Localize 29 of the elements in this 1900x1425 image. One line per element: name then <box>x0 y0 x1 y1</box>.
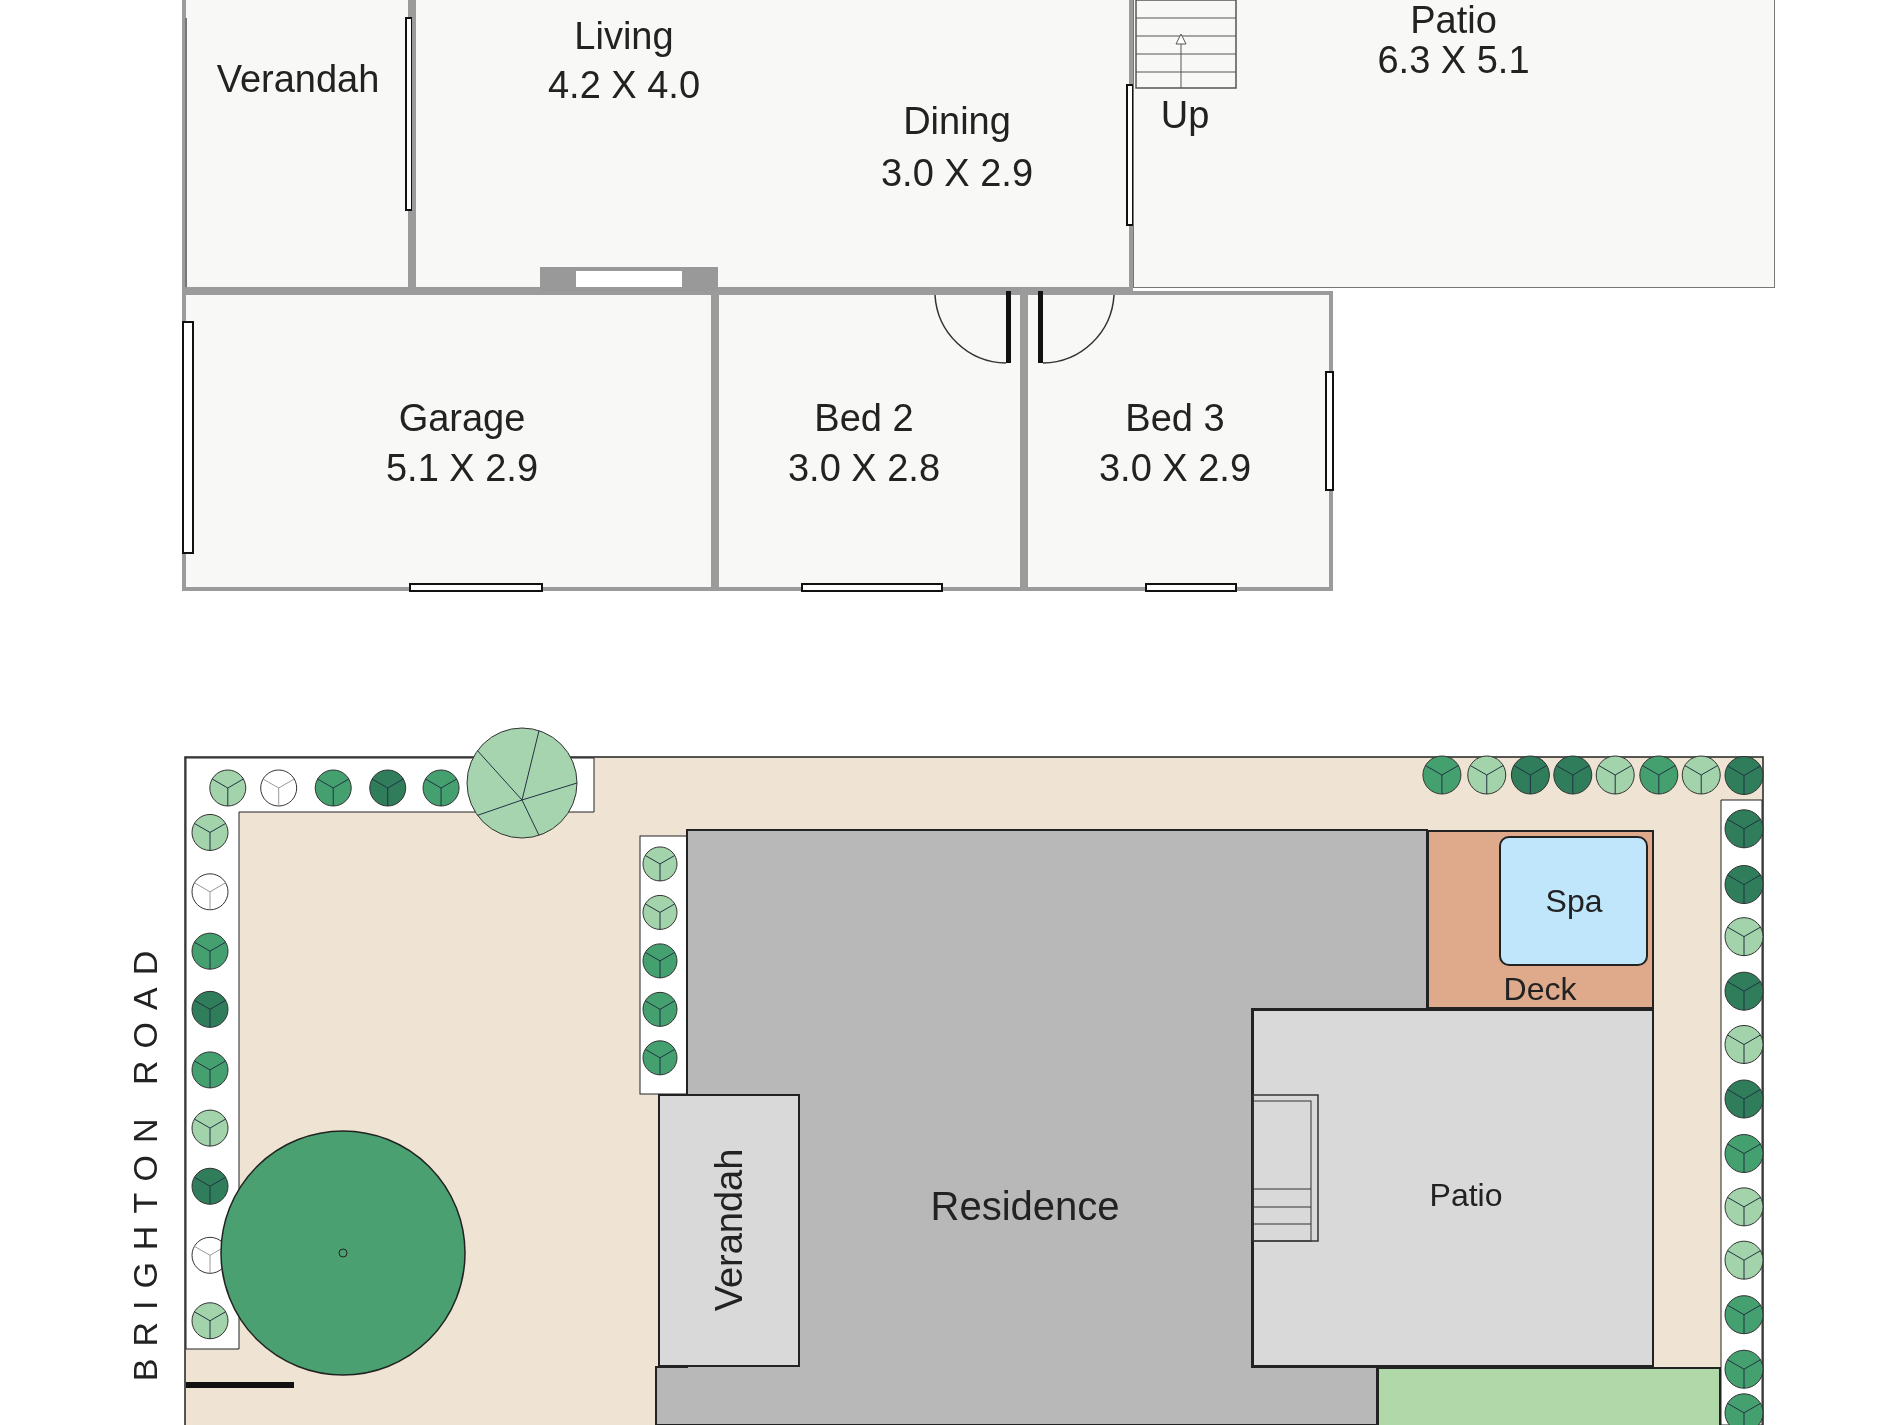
room-label: Garage <box>398 399 526 437</box>
patio-area <box>1252 1009 1654 1367</box>
room-label: Bed 2 <box>814 399 914 437</box>
street-name: BRIGHTON ROAD <box>128 938 162 1382</box>
room-dimensions: 3.0 X 2.9 <box>1098 449 1252 487</box>
area-label: Verandah <box>710 1148 748 1312</box>
area-label: Patio <box>1429 1179 1503 1211</box>
room-label: Patio <box>1410 0 1497 39</box>
spa-pool <box>1499 836 1648 966</box>
building-label: Residence <box>930 1186 1120 1226</box>
lawn-area <box>1377 1367 1721 1425</box>
room-label: Dining <box>903 102 1011 140</box>
stairs-label: Up <box>1160 96 1210 134</box>
room-label: Living <box>574 17 674 55</box>
room-label: Verandah <box>216 60 380 98</box>
building-footprint <box>656 830 1427 1425</box>
patio-outline <box>1133 0 1775 288</box>
room-dimensions: 5.1 X 2.9 <box>385 449 539 487</box>
room-dimensions: 6.3 X 5.1 <box>1377 40 1530 79</box>
room-dimensions: 3.0 X 2.9 <box>880 154 1034 192</box>
room-dimensions: 4.2 X 4.0 <box>547 66 701 104</box>
room-outline <box>182 0 412 291</box>
room-outline <box>1024 291 1333 591</box>
room-outline <box>412 0 1133 291</box>
room-label: Bed 3 <box>1125 399 1225 437</box>
area-label: Spa <box>1545 885 1603 917</box>
area-label: Deck <box>1503 973 1577 1005</box>
room-dimensions: 3.0 X 2.8 <box>787 449 941 487</box>
deck-area <box>1427 830 1654 1009</box>
